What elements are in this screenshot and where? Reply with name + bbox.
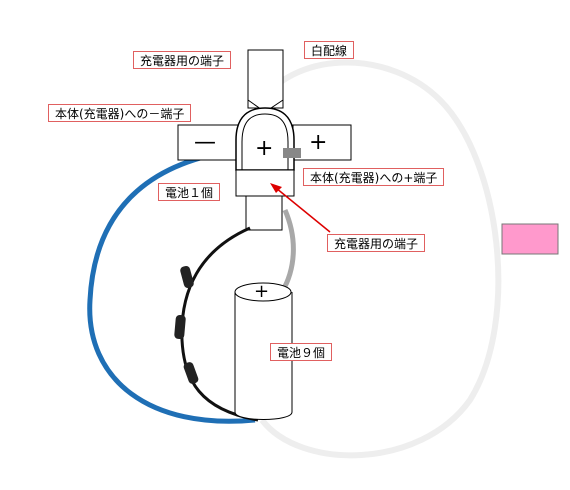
pink-swatch: [501, 223, 559, 255]
pointer-arrow: [275, 187, 331, 233]
inline-fuse-3: [183, 362, 199, 384]
label-battery-one: 電池１個: [158, 183, 221, 201]
charger-head: [235, 107, 295, 171]
plus-symbol-right: +: [309, 130, 328, 155]
inline-fuse-2: [174, 314, 186, 340]
minus-symbol: —: [194, 130, 216, 155]
blue-wire: [87, 147, 256, 424]
white-wire: [259, 59, 502, 459]
gray-wire: [279, 209, 296, 294]
label-body-minus-terminal: 本体(充電器)への－端子: [48, 104, 192, 122]
plus-contact-nub: [283, 148, 301, 158]
label-battery-nine: 電池９個: [270, 343, 333, 361]
plus-terminal-bar: [292, 124, 352, 161]
inline-fuse-1: [180, 265, 194, 289]
label-charger-terminal-top: 充電器用の端子: [133, 51, 232, 69]
black-wire: [180, 226, 259, 422]
battery-one: [235, 169, 295, 197]
charger-terminal-top: [247, 49, 284, 109]
battery-nine: [234, 292, 293, 420]
plus-symbol-center: +: [255, 136, 274, 161]
plus-symbol-battery: +: [254, 281, 270, 302]
label-white-wire: 白配線: [304, 41, 355, 59]
label-charger-terminal-arrow: 充電器用の端子: [327, 234, 426, 252]
label-body-plus-terminal: 本体(充電器)への+端子: [303, 168, 445, 186]
